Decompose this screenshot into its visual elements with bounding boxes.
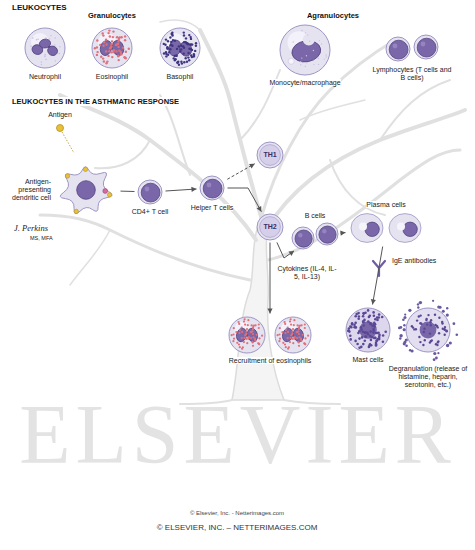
diagram-title: LEUKOCYTES xyxy=(12,3,67,12)
connector-line xyxy=(277,242,294,258)
text-label: © ELSEVIER, INC. – NETTERIMAGES.COM xyxy=(37,523,437,532)
antigen-leader xyxy=(62,132,74,153)
cell-node: Lymphocytes (T cells and B cells) xyxy=(372,32,452,82)
cell-label: Helper T cells xyxy=(185,204,239,212)
connector xyxy=(340,231,345,236)
cell-node: B cells xyxy=(291,212,339,250)
cell-node: Helper T cells xyxy=(185,174,239,212)
cell-illustration xyxy=(225,315,315,355)
cell-illustration xyxy=(136,178,164,206)
arrowhead xyxy=(249,164,255,169)
arrowhead xyxy=(267,309,272,314)
cell-illustration xyxy=(53,157,119,223)
cell-label: Recruitment of eosinophils xyxy=(222,357,318,365)
connector-line xyxy=(373,247,383,305)
cell-illustration xyxy=(347,211,425,245)
connector xyxy=(121,191,135,192)
cell-label: Mast cells xyxy=(348,356,388,364)
cell-node: Plasma cells xyxy=(347,201,425,245)
connector-line xyxy=(227,164,254,180)
cell-label: CD4+ T cell xyxy=(128,208,172,216)
cell-label: Plasma cells xyxy=(361,201,411,209)
arrowhead xyxy=(340,231,345,236)
cell-label: TH1 xyxy=(263,151,276,159)
cell-node: Neutrophil xyxy=(20,25,70,81)
cell-node: Mast cells xyxy=(344,306,392,364)
edge-label: Cytokines (IL-4, IL-5, IL-13) xyxy=(276,265,338,281)
cell-label: Eosinophil xyxy=(87,73,137,81)
cell-node: Degranulation (release of histamine, hep… xyxy=(388,297,468,389)
antigen-dot xyxy=(57,125,64,132)
cell-label: Neutrophil xyxy=(20,73,70,81)
text-label: Granulocytes xyxy=(77,12,147,21)
cell-node: Antigen-presenting dendritic cell xyxy=(7,157,119,223)
cell-node: Eosinophil xyxy=(87,25,137,81)
cell-illustration xyxy=(22,25,68,71)
cell-label: Lymphocytes (T cells and B cells) xyxy=(372,66,452,82)
cell-node: TH1 xyxy=(256,141,284,169)
cell-illustration xyxy=(89,25,135,71)
text-label: LEUKOCYTES IN THE ASTHMATIC RESPONSE xyxy=(12,98,262,107)
cell-illustration xyxy=(395,297,461,363)
cell-illustration xyxy=(157,25,203,71)
cell-label: Basophil xyxy=(155,73,205,81)
connector xyxy=(267,243,272,314)
connector-line xyxy=(270,243,271,314)
arrowhead xyxy=(257,206,262,212)
cell-illustration xyxy=(383,32,441,64)
text-label: MS, MFA xyxy=(30,235,70,241)
cell-label: TH2 xyxy=(263,223,276,231)
arrowhead xyxy=(191,187,196,192)
cell-illustration xyxy=(276,23,334,77)
arrowhead xyxy=(289,251,295,256)
cell-node: CD4+ T cell xyxy=(128,178,172,216)
connector xyxy=(277,242,294,258)
cell-label: Monocyte/macrophage xyxy=(265,79,345,87)
cell-node: TH2 xyxy=(256,213,284,241)
text-label: © Elsevier, Inc. - Netterimages.com xyxy=(87,510,387,517)
cell-node: Recruitment of eosinophils xyxy=(222,315,318,365)
edge-label: IgE antibodies xyxy=(392,257,448,265)
connector-line xyxy=(121,191,135,192)
cell-node: Monocyte/macrophage xyxy=(265,23,345,87)
cell-label: Antigen-presenting dendritic cell xyxy=(7,178,51,202)
cell-illustration xyxy=(344,306,392,354)
arrowhead xyxy=(371,299,376,304)
connector xyxy=(166,187,197,192)
cell-label: Degranulation (release of histamine, hep… xyxy=(388,365,468,389)
text-label: Antigen xyxy=(42,111,78,119)
text-label: Agranulocytes xyxy=(298,12,368,21)
text-label: ELSEVIER xyxy=(0,393,475,477)
cell-illustration xyxy=(198,174,226,202)
cell-node: Basophil xyxy=(155,25,205,81)
connector xyxy=(227,164,254,180)
cell-label: B cells xyxy=(295,212,335,220)
text-label: J. Perkins xyxy=(14,224,74,234)
connector xyxy=(371,247,383,305)
cell-illustration xyxy=(291,222,339,250)
